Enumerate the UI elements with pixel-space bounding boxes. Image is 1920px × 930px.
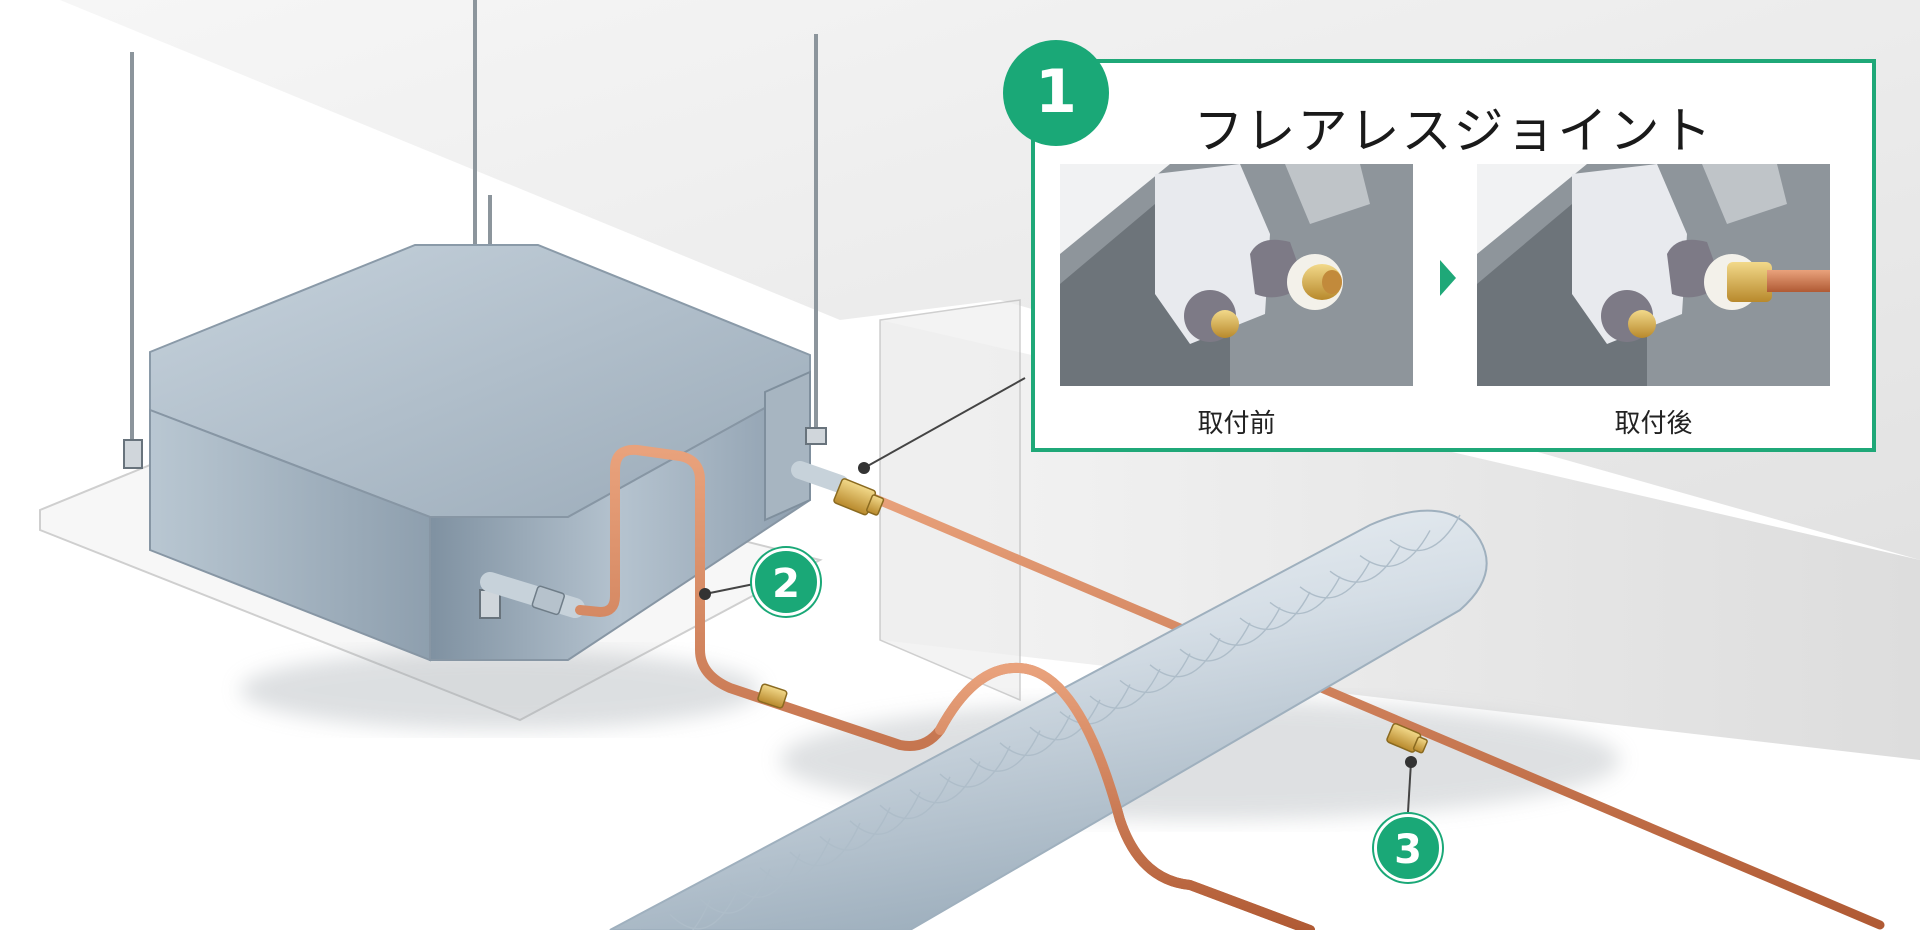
marker-2-leader-line xyxy=(704,583,755,595)
duct-ring xyxy=(879,776,951,820)
marker-3-badge: 3 xyxy=(1374,814,1442,882)
duct-ring xyxy=(1269,576,1341,615)
duct-ring xyxy=(999,714,1071,757)
hanging-bracket xyxy=(123,439,143,469)
hanging-bracket xyxy=(805,427,827,445)
callout-title: フレアレスジョイント xyxy=(1193,102,1714,160)
unit-stub-upper xyxy=(791,461,849,493)
after-install-photo xyxy=(1477,164,1830,386)
duct-ring xyxy=(699,868,771,914)
duct-ring xyxy=(789,822,861,867)
marker-2-leader-dot xyxy=(699,588,711,600)
flareless-joint-unit xyxy=(833,478,885,516)
air-duct xyxy=(609,509,1488,930)
duct-rings xyxy=(640,514,1461,930)
duct-ring xyxy=(1089,668,1161,709)
copper-pipe-gas xyxy=(845,483,1885,930)
duct-ring xyxy=(969,730,1041,772)
duct-ring xyxy=(640,899,711,930)
duct-ring xyxy=(1299,560,1371,599)
before-install-photo xyxy=(1060,164,1413,386)
duct-ring xyxy=(1029,699,1101,741)
duct-ring xyxy=(849,791,921,835)
duct-ring xyxy=(1359,530,1431,568)
marker-2-badge: 2 xyxy=(752,548,820,616)
duct-ring xyxy=(1209,607,1281,646)
unit-shadow xyxy=(240,650,760,730)
before-after-arrow-icon xyxy=(1440,260,1456,296)
duct-ring xyxy=(1329,545,1401,583)
copper-pipe-over-duct xyxy=(935,662,1315,930)
flareless-joint-lower xyxy=(757,683,788,709)
callout-leader-dot xyxy=(858,462,870,474)
duct-ring xyxy=(759,838,831,883)
duct-ring xyxy=(939,745,1011,788)
duct-ring xyxy=(669,884,741,930)
callout-number-badge: 1 xyxy=(1003,40,1109,146)
duct-ring xyxy=(729,853,801,898)
marker-3-leader-line xyxy=(1407,761,1412,813)
duct-ring xyxy=(819,807,891,851)
unit-cover-panel xyxy=(764,370,811,522)
duct-ring xyxy=(1179,622,1251,662)
before-install-label: 取付前 xyxy=(1197,409,1276,439)
duct-ring xyxy=(1239,591,1311,631)
callout-leader-line xyxy=(863,377,1026,469)
flareless-joint-callout: フレアレスジョイント xyxy=(1031,59,1876,452)
duct-ring xyxy=(1389,514,1461,552)
unit-joint-lower xyxy=(531,585,565,616)
duct-ring xyxy=(909,761,981,804)
duct-ring xyxy=(1149,637,1221,678)
glass-panel xyxy=(879,299,1021,702)
marker-3-leader-dot xyxy=(1405,756,1417,768)
flareless-joint-long-pipe xyxy=(1386,722,1428,754)
duct-ring xyxy=(1119,653,1191,694)
duct-ring xyxy=(1059,684,1131,725)
after-install-label: 取付後 xyxy=(1614,409,1693,439)
